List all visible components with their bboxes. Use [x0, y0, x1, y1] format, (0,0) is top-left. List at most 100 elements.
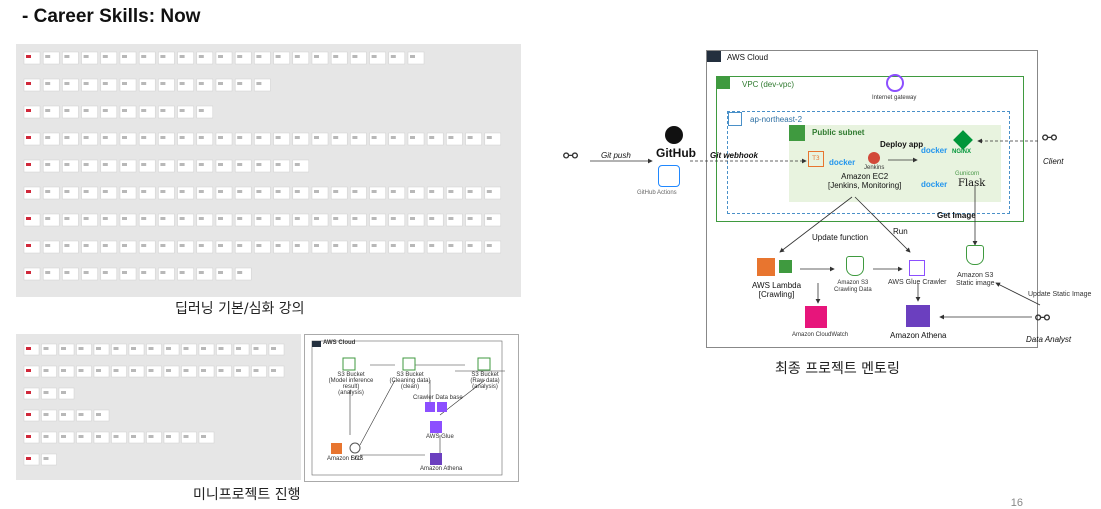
thumbnail-accent	[83, 190, 89, 193]
thumbnail-accent	[237, 271, 243, 274]
mini-glue-label: AWS Glue	[426, 434, 454, 440]
thumbnail-accent	[26, 271, 31, 274]
client-label: Client	[1043, 157, 1064, 166]
thumbnail-accent	[113, 369, 119, 372]
docker-label-nginx: docker	[921, 146, 948, 155]
slide-thumbnail	[23, 431, 40, 444]
thumbnail-accent	[26, 109, 31, 112]
athena-label: Amazon Athena	[890, 331, 947, 340]
thumbnail-accent	[275, 55, 281, 58]
slide-thumbnail	[76, 431, 92, 444]
thumbnail-accent	[237, 163, 243, 166]
thumbnail-accent	[198, 244, 204, 247]
thumbnail-accent	[26, 217, 31, 220]
slide-thumbnail	[93, 365, 110, 378]
athena-icon	[430, 453, 442, 465]
s3-static-label: Amazon S3 Static image	[956, 272, 995, 287]
thumbnail-accent	[237, 190, 243, 193]
slide-thumbnail	[23, 365, 40, 378]
thumbnail-accent	[64, 109, 70, 112]
slide-thumbnail	[76, 365, 92, 378]
data-analyst-users-icon: ⚯	[1035, 308, 1051, 329]
thumbnail-accent	[160, 217, 166, 220]
thumbnail-accent	[183, 347, 189, 350]
slide-thumbnail	[23, 409, 40, 422]
region-label: ap-northeast-2	[750, 115, 803, 124]
thumbnail-accent	[64, 136, 70, 139]
run-label: Run	[893, 227, 908, 236]
caption-deep-learning: 딥러닝 기본/심화 강의	[175, 301, 305, 317]
thumbnail-accent	[486, 190, 492, 193]
mini-s3-a-label: S3 Bucket(Model inference result)(analys…	[328, 372, 374, 396]
thumbnail-accent	[467, 244, 473, 247]
thumbnail-accent	[294, 217, 300, 220]
thumbnail-accent	[275, 244, 281, 247]
thumbnail-accent	[218, 82, 223, 85]
thumbnail-accent	[352, 217, 358, 220]
thumbnail-accent	[102, 136, 108, 139]
caption-final-project: 최종 프로젝트 멘토링	[775, 361, 900, 377]
thumbnail-accent	[26, 347, 31, 350]
ec2-instance-icon: T3	[808, 151, 824, 167]
s3-crawling-bucket-icon	[846, 256, 864, 276]
athena-icon	[906, 305, 930, 327]
thumbnail-accent	[410, 244, 415, 247]
slide-thumbnail	[111, 343, 127, 356]
lock-icon	[789, 125, 805, 141]
thumbnail-accent	[256, 55, 262, 58]
get-image-label: Get Image	[937, 211, 976, 220]
jenkins-label: Jenkins	[864, 165, 885, 171]
thumbnail-accent	[102, 190, 108, 193]
page-number: 16	[1010, 497, 1023, 509]
thumbnail-accent	[198, 82, 204, 85]
vpc-boundary	[716, 76, 1024, 222]
thumbnail-accent	[122, 82, 127, 85]
mini-ec2-label: Amazon EC2	[327, 456, 363, 462]
github-icon	[665, 126, 683, 144]
thumbnail-accent	[83, 109, 89, 112]
region-flag-icon	[728, 112, 742, 126]
thumbnail-accent	[314, 244, 319, 247]
mini-architecture-diagram: AWS Cloud S3 Bucket(Model inference resu…	[304, 334, 519, 482]
slide-thumbnail	[58, 343, 75, 356]
slide-thumbnail	[128, 365, 145, 378]
thumbnail-accent	[271, 369, 276, 372]
slide-thumbnail	[216, 343, 232, 356]
thumbnail-accent	[96, 369, 101, 372]
thumbnail-accent	[160, 244, 166, 247]
thumbnail-accent	[45, 217, 51, 220]
thumbnail-accent	[160, 271, 166, 274]
glue-crawler-label: AWS Glue Crawler	[888, 279, 947, 286]
slide-thumbnail	[163, 343, 180, 356]
thumbnail-accent	[201, 369, 206, 372]
thumbnail-accent	[275, 217, 281, 220]
thumbnail-accent	[96, 347, 101, 350]
thumbnail-accent	[78, 413, 84, 416]
thumbnail-accent	[122, 190, 127, 193]
slide-thumbnail	[216, 365, 232, 378]
thumbnail-accent	[160, 163, 166, 166]
thumbnail-accent	[113, 347, 119, 350]
thumbnail-accent	[131, 435, 136, 438]
thumbnail-accent	[237, 217, 243, 220]
thumbnail-accent	[45, 190, 51, 193]
thumbnail-accent	[467, 217, 473, 220]
thumbnail-accent	[26, 136, 31, 139]
developer-users-icon: ⚯	[563, 146, 579, 167]
thumbnail-accent	[148, 347, 154, 350]
thumbnail-accent	[141, 190, 147, 193]
thumbnail-accent	[179, 271, 185, 274]
internet-gateway-label: Internet gateway	[872, 95, 917, 101]
thumbnail-accent	[218, 136, 223, 139]
thumbnail-accent	[486, 136, 492, 139]
thumbnail-accent	[179, 244, 185, 247]
thumbnail-accent	[179, 217, 185, 220]
aws-logo-icon	[707, 51, 721, 62]
thumbnail-accent	[61, 435, 66, 438]
thumbnail-accent	[26, 163, 31, 166]
slide-thumbnail	[41, 409, 57, 422]
thumbnail-accent	[131, 347, 136, 350]
flask-label: Flask	[958, 178, 986, 189]
thumbnail-accent	[45, 271, 51, 274]
thumbnail-accent	[179, 190, 185, 193]
